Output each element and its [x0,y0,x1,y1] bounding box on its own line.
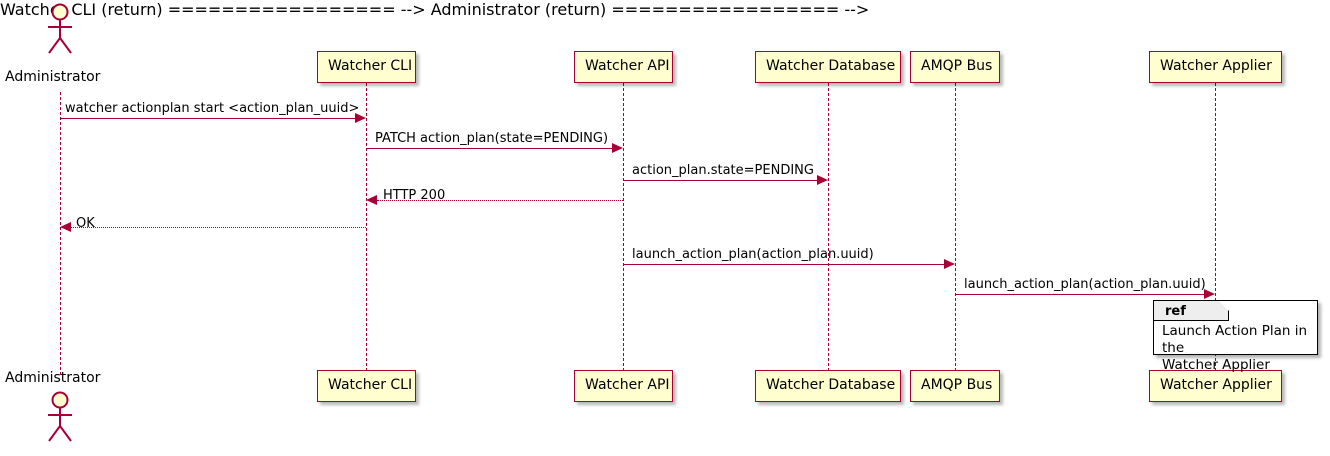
message-line-ok [71,227,366,228]
lifeline-watcher-api [623,83,624,371]
ref-fragment[interactable]: ref Launch Action Plan in the Watcher Ap… [1153,300,1318,373]
message-arrowhead-watcher-actionplan-start [355,113,366,123]
message-label-launch-action-plan-applier: launch_action_plan(action_plan.uuid) [964,277,1206,292]
participant-watcher-api-top[interactable]: Watcher API [574,51,673,83]
message-arrowhead-launch-action-plan-applier [1204,289,1215,299]
lifeline-watcher-database [828,83,829,371]
message-line-patch-action-plan [366,148,613,149]
actor-label-administrator-top: Administrator [5,69,101,85]
participant-watcher-applier-top[interactable]: Watcher Applier [1149,51,1282,83]
participant-watcher-database-top[interactable]: Watcher Database [755,51,901,83]
ref-fragment-keyword: ref [1154,301,1229,321]
participant-watcher-cli-bottom[interactable]: Watcher CLI [317,370,416,402]
lifeline-watcher-cli [366,83,367,371]
message-arrowhead-ok [60,222,71,232]
actor-label-administrator-bottom: Administrator [5,370,101,386]
message-line-launch-action-plan-amqp [623,264,945,265]
message-label-watcher-actionplan-start: watcher actionplan start <action_plan_uu… [65,101,360,116]
message-label-http-200: HTTP 200 [383,188,446,203]
ref-fragment-body: Launch Action Plan in the Watcher Applie… [1154,321,1317,376]
lifeline-amqp-bus [955,83,956,371]
participant-amqp-bus-top[interactable]: AMQP Bus [910,51,1000,83]
message-arrowhead-action-plan-state-pending [817,175,828,185]
message-label-ok: OK [76,216,95,231]
participant-watcher-api-bottom[interactable]: Watcher API [574,370,673,402]
message-label-action-plan-state-pending: action_plan.state=PENDING [632,163,814,178]
ref-fragment-line-1: Launch Action Plan in the [1162,323,1308,356]
ref-fragment-line-2: Watcher Applier [1162,357,1270,373]
message-label-patch-action-plan: PATCH action_plan(state=PENDING) [375,131,609,146]
participant-watcher-cli-top[interactable]: Watcher CLI [317,51,416,83]
message-line-action-plan-state-pending [623,180,818,181]
actor-administrator-top [40,3,80,55]
participant-watcher-applier-bottom[interactable]: Watcher Applier [1149,370,1282,402]
message-line-watcher-actionplan-start [60,118,356,119]
message-line-http-200 [377,200,623,201]
message-line-launch-action-plan-applier [955,294,1205,295]
lifeline-watcher-applier [1215,83,1216,371]
message-arrowhead-patch-action-plan [612,143,623,153]
message-arrowhead-http-200 [366,195,377,205]
participant-amqp-bus-bottom[interactable]: AMQP Bus [910,370,1000,402]
message-label-launch-action-plan-amqp: launch_action_plan(action_plan.uuid) [632,247,874,262]
participant-watcher-database-bottom[interactable]: Watcher Database [755,370,901,402]
lifeline-administrator [60,92,61,375]
message-arrowhead-launch-action-plan-amqp [944,259,955,269]
actor-administrator-bottom [40,391,80,443]
